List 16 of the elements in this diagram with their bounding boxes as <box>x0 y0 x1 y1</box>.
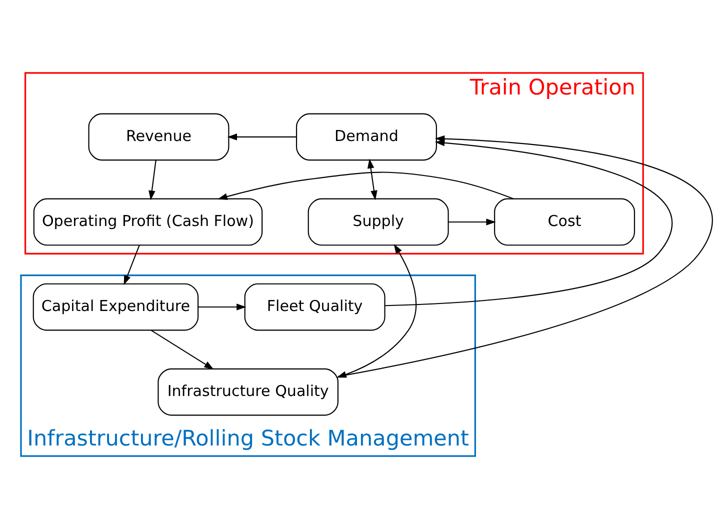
arrow <box>448 218 496 226</box>
arrow <box>150 330 214 370</box>
arrow <box>227 134 296 140</box>
node-box: Fleet Quality <box>244 283 386 331</box>
node-box: Revenue <box>88 113 230 161</box>
arrow <box>198 304 246 310</box>
arrow <box>338 135 712 377</box>
node-box: Infrastructure Quality <box>158 368 338 416</box>
arrow <box>218 172 514 200</box>
node-box: Cost <box>494 198 636 246</box>
node-box: Demand <box>296 113 437 161</box>
arrow <box>367 158 378 200</box>
node-box: Operating Profit (Cash Flow) <box>33 198 263 246</box>
arrow <box>148 160 156 200</box>
node-box: Supply <box>308 198 449 246</box>
node-box: Capital Expenditure <box>32 283 199 331</box>
